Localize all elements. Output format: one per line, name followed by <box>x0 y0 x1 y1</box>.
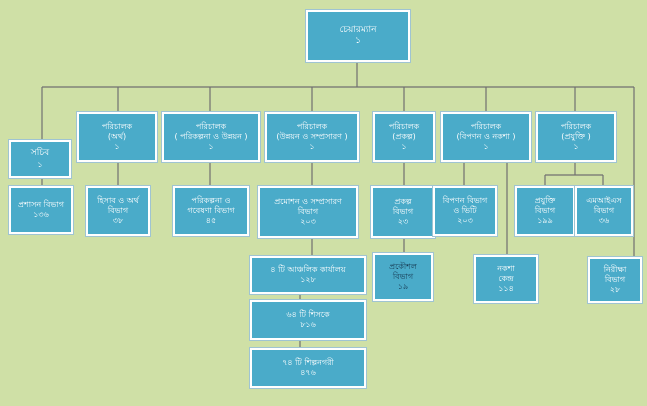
mis-department-box: এমআইএস বিভাগ ৩৬ <box>574 185 634 237</box>
director-development-box: পরিচালক (উন্নয়ন ও সম্প্রসারণ ) ১ <box>264 111 360 163</box>
director-marketing-box: পরিচালক (বিপণন ও নকশা ) ১ <box>440 111 532 163</box>
dept-name: হিসাব ও অর্থ <box>97 196 139 205</box>
director-finance-box: পরিচালক (অর্থ) ১ <box>76 111 158 163</box>
director-count: ১ <box>309 142 315 151</box>
dept-name: বিপণন বিভাগ <box>442 196 488 205</box>
director-count: ১ <box>401 142 407 151</box>
dept-count: ২৮ <box>609 285 621 294</box>
regional-count: ৮১৬ <box>300 320 316 329</box>
dept-name: প্রকৌশল <box>389 262 417 271</box>
regional-offices-box: ৪ টি আঞ্চলিক কার্যালয় ১২৮ <box>249 255 367 295</box>
planning-department-box: পরিকল্পনা ও গবেষণা বিভাগ ৪৫ <box>172 185 250 237</box>
regional-count: ১২৮ <box>300 275 316 284</box>
regional-count: ৪৭৬ <box>300 368 316 377</box>
secretary-box: সচিব ১ <box>8 139 72 179</box>
dept-name: বিভাগ <box>297 207 319 216</box>
secretary-count: ১ <box>37 159 43 169</box>
admin-department-box: প্রশাসন বিভাগ ১৩৬ <box>8 185 74 235</box>
director-subtitle: (প্রকল্প) <box>392 132 416 141</box>
dept-count: ১৩৬ <box>33 210 49 219</box>
dept-name: বিভাগ <box>392 272 414 281</box>
director-count: ১ <box>208 142 214 151</box>
dept-name: এমআইএস <box>586 196 622 205</box>
marketing-department-box: বিপণন বিভাগ ও ভিটি ২০৩ <box>432 185 498 237</box>
dept-name: গবেষণা বিভাগ <box>187 206 235 215</box>
chairman-count: ১ <box>355 36 361 46</box>
dept-count: ১৯৯ <box>537 216 553 225</box>
director-subtitle: (উন্নয়ন ও সম্প্রসারণ ) <box>276 132 348 141</box>
director-subtitle: (অর্থ) <box>107 132 127 141</box>
accounts-department-box: হিসাব ও অর্থ বিভাগ ৩৮ <box>85 185 151 237</box>
director-subtitle: (প্রযুক্তি ) <box>561 132 591 141</box>
director-title: পরিচালক <box>101 122 133 131</box>
director-title: পরিচালক <box>388 122 420 131</box>
technology-department-box: প্রযুক্তি বিভাগ ১৯৯ <box>514 185 576 237</box>
dept-count: ৩৮ <box>112 216 124 225</box>
dept-count: ১৯ <box>397 282 409 291</box>
industrial-estates-box: ৭৪ টি শিল্পনগরী ৪৭৬ <box>249 347 367 389</box>
chairman-title: চেয়ারম্যান <box>339 24 377 35</box>
dept-name: কেন্দ্র <box>498 274 514 283</box>
dept-name: ও ভিটি <box>453 206 477 215</box>
dept-name: প্রমোশন ও সম্প্রসারণ <box>274 197 342 206</box>
project-department-box: প্রকল্প বিভাগ ২৩ <box>370 185 436 239</box>
dept-name: বিভাগ <box>593 206 615 215</box>
director-subtitle: ( পরিকল্পনা ও উন্নয়ন ) <box>174 132 248 141</box>
director-count: ১ <box>573 142 579 151</box>
dept-count: ১১৪ <box>498 284 514 293</box>
dept-name: প্রযুক্তি <box>534 196 556 205</box>
dept-name: নিরীক্ষা <box>603 265 627 274</box>
dept-name: বিভাগ <box>604 275 626 284</box>
regional-name: ৪ টি আঞ্চলিক কার্যালয় <box>270 265 346 274</box>
director-planning-box: পরিচালক ( পরিকল্পনা ও উন্নয়ন ) ১ <box>161 111 261 163</box>
dept-name: বিভাগ <box>392 207 414 216</box>
regional-name: ৭৪ টি শিল্পনগরী <box>282 358 334 367</box>
design-center-box: নকশা কেন্দ্র ১১৪ <box>473 254 539 304</box>
director-title: পরিচালক <box>560 122 592 131</box>
director-project-box: পরিচালক (প্রকল্প) ১ <box>372 111 436 163</box>
dept-name: নকশা <box>497 264 515 273</box>
engineering-department-box: প্রকৌশল বিভাগ ১৯ <box>372 252 434 302</box>
inspection-department-box: নিরীক্ষা বিভাগ ২৮ <box>587 256 643 304</box>
director-subtitle: (বিপণন ও নকশা ) <box>456 132 516 141</box>
director-title: পরিচালক <box>296 122 328 131</box>
dept-name: প্রশাসন বিভাগ <box>18 200 64 209</box>
dept-name: বিভাগ <box>534 206 556 215</box>
director-title: পরিচালক <box>195 122 227 131</box>
director-count: ১ <box>114 142 120 151</box>
shisake-box: ৬৪ টি শিসকে ৮১৬ <box>249 299 367 341</box>
dept-count: ২০৩ <box>457 216 473 225</box>
chairman-box: চেয়ারম্যান ১ <box>305 9 411 63</box>
director-title: পরিচালক <box>470 122 502 131</box>
dept-count: ২৩ <box>397 217 409 226</box>
secretary-title: সচিব <box>30 148 50 159</box>
director-count: ১ <box>483 142 489 151</box>
dept-count: ২০৩ <box>300 217 316 226</box>
dept-count: ৩৬ <box>598 216 610 225</box>
dept-count: ৪৫ <box>205 216 217 225</box>
director-technology-box: পরিচালক (প্রযুক্তি ) ১ <box>535 111 617 163</box>
regional-name: ৬৪ টি শিসকে <box>286 310 330 319</box>
dept-name: বিভাগ <box>107 206 129 215</box>
promotion-department-box: প্রমোশন ও সম্প্রসারণ বিভাগ ২০৩ <box>257 185 359 239</box>
dept-name: পরিকল্পনা ও <box>191 196 231 205</box>
dept-name: প্রকল্প <box>394 197 412 206</box>
